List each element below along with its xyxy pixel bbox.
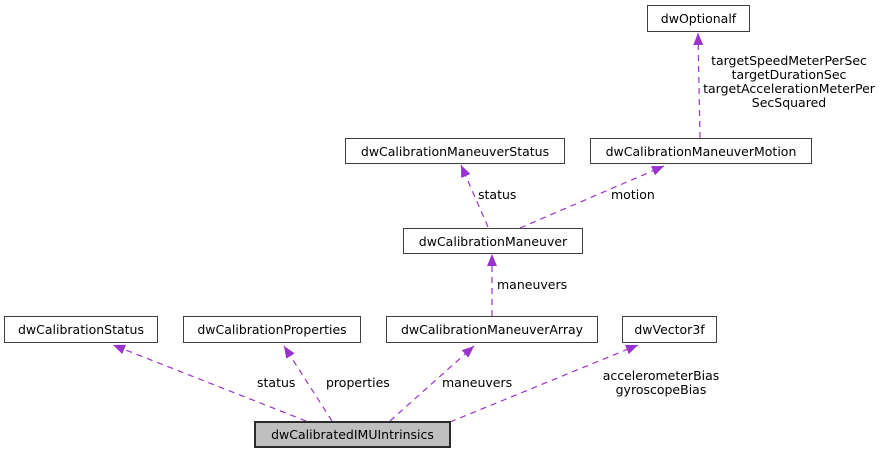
edge-label-optionalf-members: targetSpeedMeterPerSec targetDurationSec… (700, 54, 878, 110)
edge-label-line: targetAccelerationMeterPer (703, 81, 875, 96)
node-dwcalibratedimuintrinsics[interactable]: dwCalibratedIMUIntrinsics (254, 421, 451, 448)
edge-label-line: targetSpeedMeterPerSec (711, 53, 867, 68)
node-dwcalibrationmaneuverarray[interactable]: dwCalibrationManeuverArray (386, 316, 598, 343)
node-dwvector3f[interactable]: dwVector3f (622, 316, 717, 343)
edge-imu-to-properties (283, 345, 333, 422)
edge-imu-to-calibstatus (112, 344, 307, 422)
edge-label-maneuvers-mid: maneuvers (497, 277, 568, 292)
edge-maneuver-to-motion (519, 165, 665, 229)
edge-label-motion: motion (611, 187, 655, 202)
edge-label-line: gyroscopeBias (615, 382, 707, 397)
edge-label-bias: accelerometerBias gyroscopeBias (595, 369, 727, 397)
edge-label-line: targetDurationSec (731, 67, 847, 82)
edge-label-status-top: status (478, 187, 517, 202)
node-dwoptionalf[interactable]: dwOptionalf (647, 5, 750, 32)
node-dwcalibrationmaneuver[interactable]: dwCalibrationManeuver (403, 228, 583, 254)
edge-imu-to-vector3f (449, 344, 639, 423)
edge-label-maneuvers-bottom: maneuvers (442, 375, 513, 390)
edge-label-properties: properties (326, 375, 390, 390)
edge-label-line: SecSquared (751, 95, 827, 110)
node-dwcalibrationmaneuverstatus[interactable]: dwCalibrationManeuverStatus (345, 138, 565, 164)
node-dwcalibrationstatus[interactable]: dwCalibrationStatus (4, 316, 158, 343)
edge-maneuver-to-status (460, 164, 489, 228)
edge-imu-to-array (389, 345, 475, 422)
edge-label-status-bottom: status (257, 375, 296, 390)
node-dwcalibrationproperties[interactable]: dwCalibrationProperties (183, 316, 361, 343)
node-dwcalibrationmaneuvermotion[interactable]: dwCalibrationManeuverMotion (590, 138, 812, 164)
edge-label-line: accelerometerBias (602, 368, 720, 383)
